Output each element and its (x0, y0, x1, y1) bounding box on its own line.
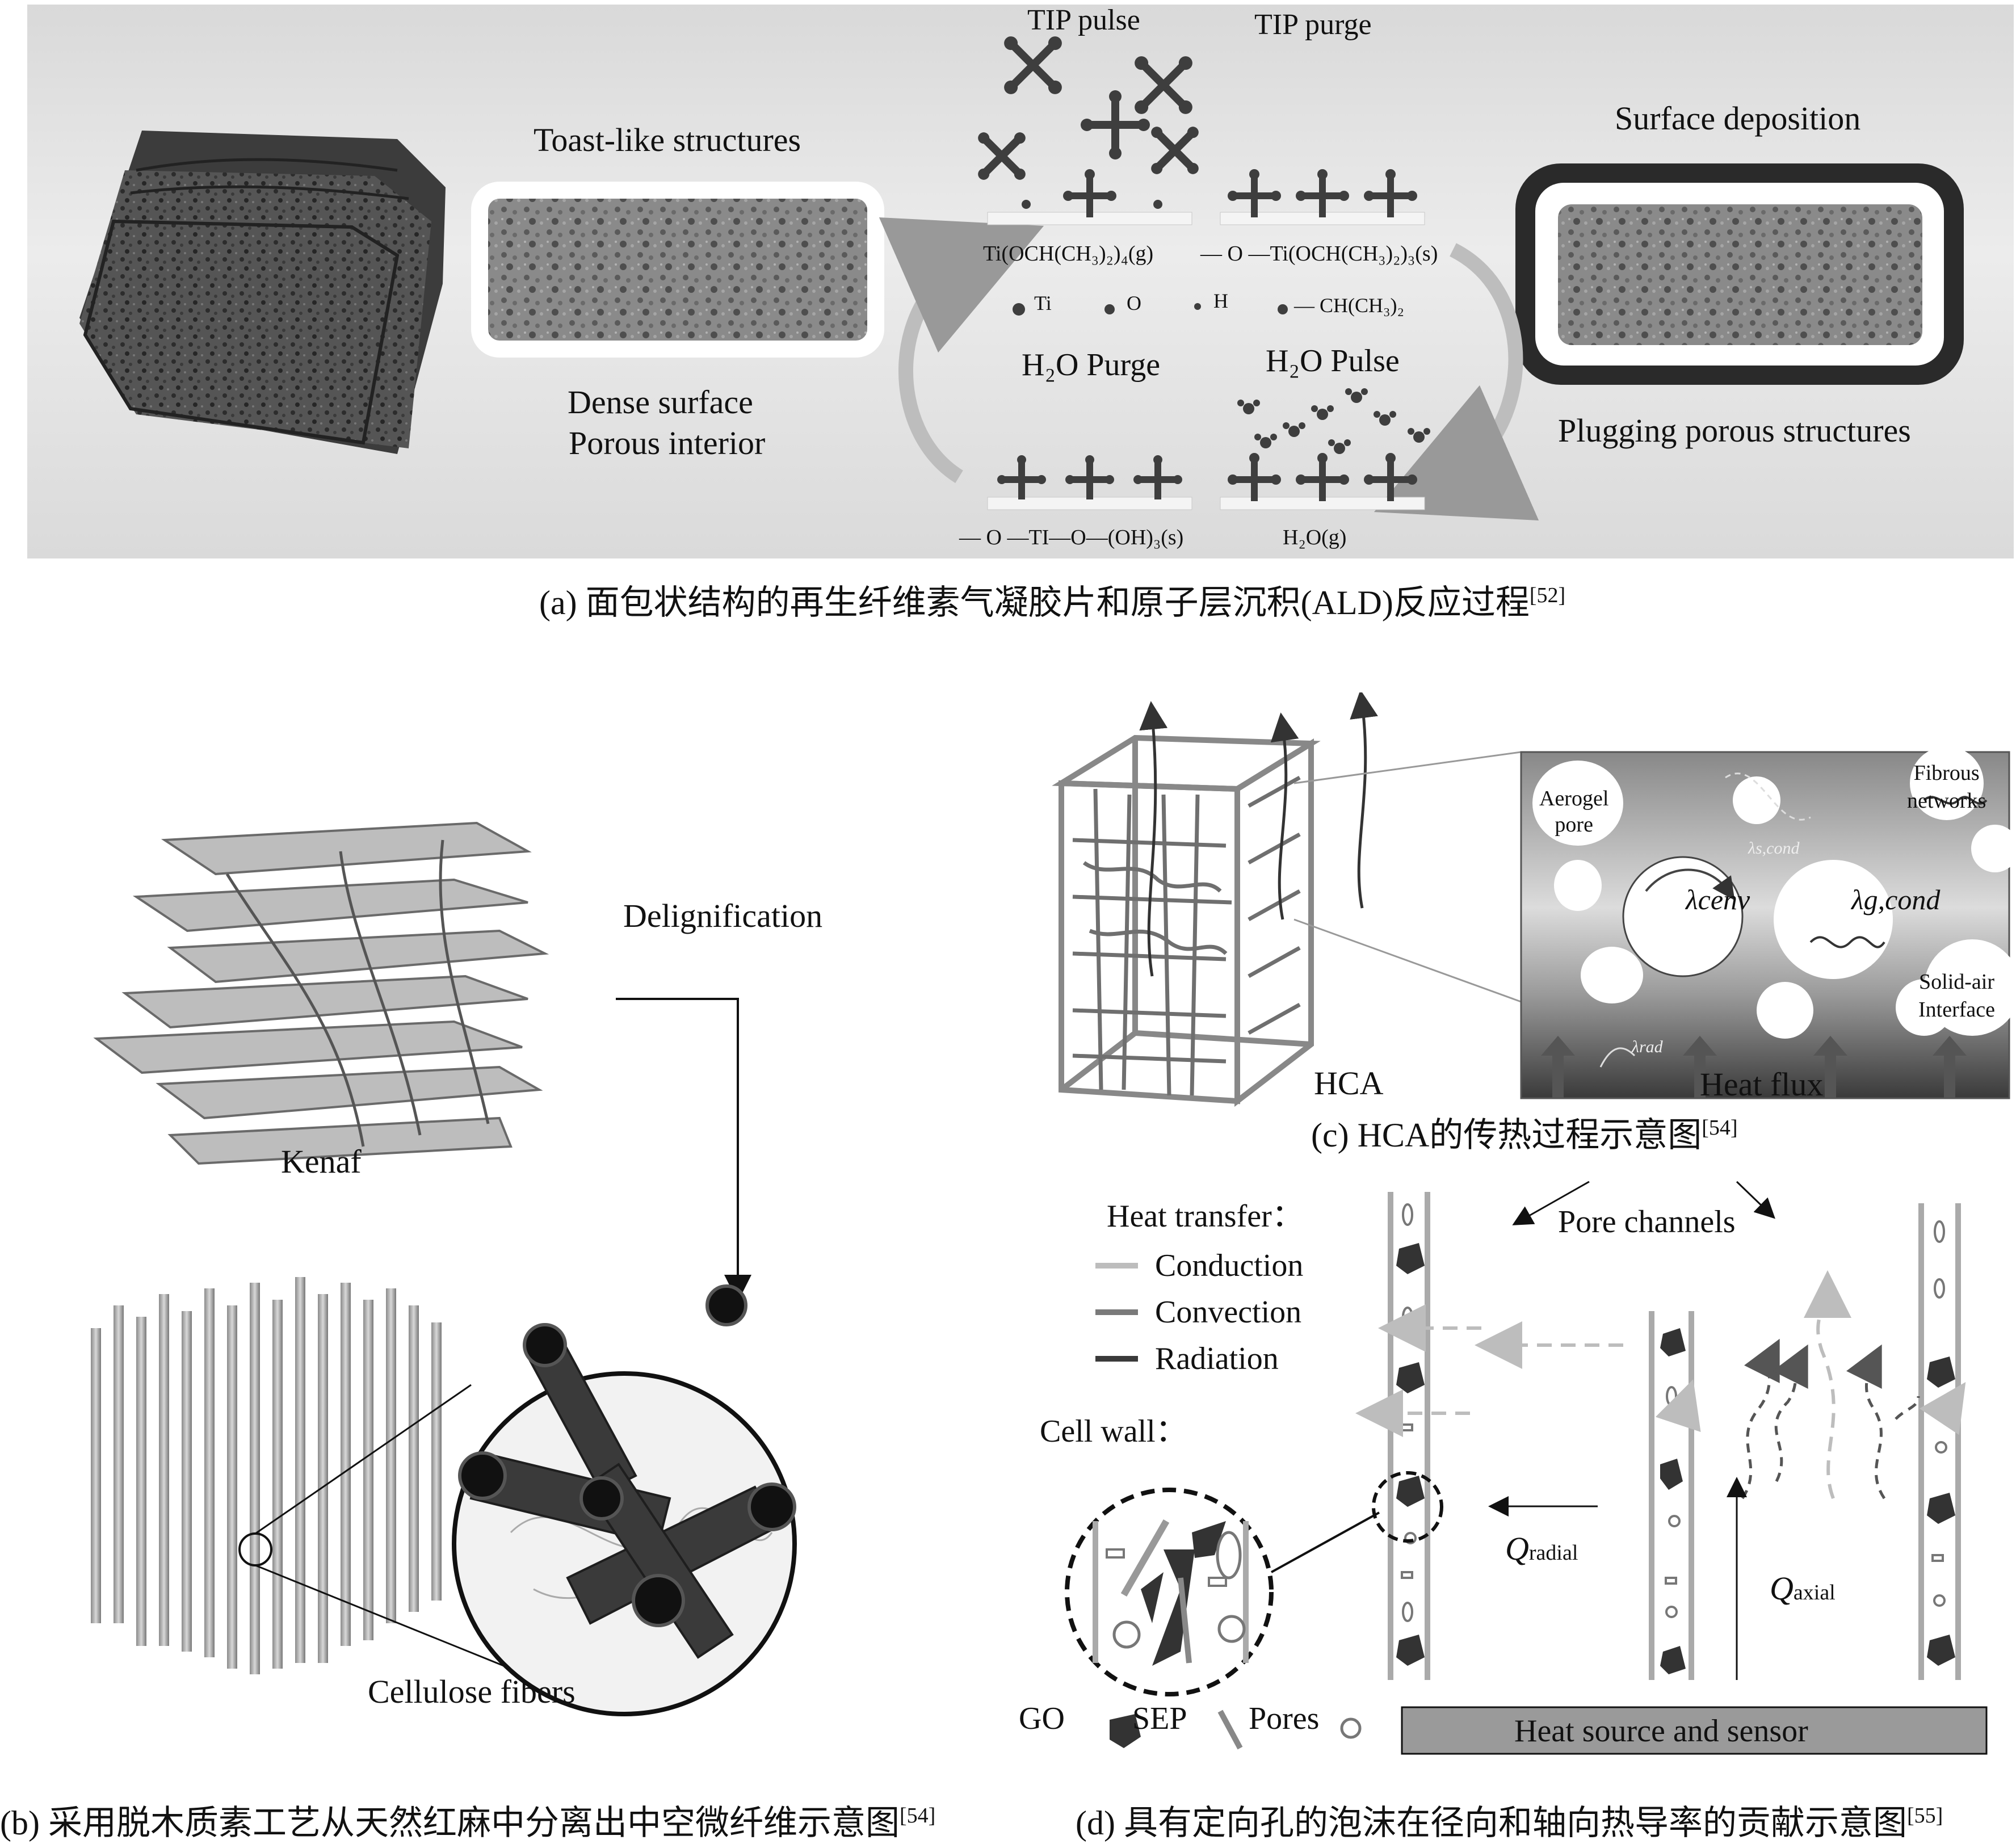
tip-pulse-label: TIP pulse (1027, 4, 1140, 36)
heat-transfer-label: Heat transfer： (1107, 1199, 1304, 1234)
pore-channel-2 (1649, 1311, 1694, 1680)
porous-interior-label: Porous interior (569, 425, 766, 461)
cellulose-label: Cellulose fibers (368, 1673, 576, 1710)
pores-label: Pores (1249, 1701, 1320, 1736)
go-label: GO (1019, 1701, 1065, 1736)
caption-b: (b) 采用脱木质素工艺从天然红麻中分离出中空微纤维示意图[54] (0, 1804, 936, 1842)
pore-legend-circle (1340, 1717, 1362, 1739)
sep-label: SEP (1132, 1701, 1187, 1736)
legend-ch: — CH(CH₃)₂ (1294, 294, 1405, 317)
legend-h: H (1213, 289, 1228, 312)
delignification-label: Delignification (623, 897, 823, 934)
fibrous-networks-label: Fibrous networks (1907, 761, 1986, 813)
process-arrow (616, 998, 751, 1302)
h2o-pulse-label: H₂O Pulse (1266, 343, 1400, 379)
q-axial-label: Qaxial (1770, 1570, 1836, 1607)
pore-channel-3 (1918, 1203, 1961, 1680)
bread-loaf-image (79, 131, 446, 454)
lambda-gcond-label: λg,cond (1851, 884, 1941, 915)
caption-c: (c) HCA的传热过程示意图[54] (1311, 1116, 1738, 1154)
pore-channels-label: Pore channels (1558, 1204, 1736, 1240)
panel-c-graphics (1052, 692, 2016, 1107)
equation-bottom-right: H₂O(g) (1283, 526, 1347, 549)
equation-bottom-left: — O —TI—O—(OH)₃(s) (959, 526, 1184, 549)
toast-like-label: Toast-like structures (534, 121, 801, 158)
hca-label: HCA (1314, 1065, 1384, 1102)
equation-top-right: — O —Ti(OCH(CH₃)₂)₃(s) (1200, 242, 1438, 266)
kenaf-stack (93, 821, 549, 1165)
pores-legend-shape (1217, 1710, 1243, 1750)
heat-flux-label: Heat flux (1700, 1066, 1824, 1103)
caption-d: (d) 具有定向孔的泡沫在径向和轴向热导率的贡献示意图[55] (1076, 1804, 1943, 1842)
convection-label: Convection (1155, 1295, 1302, 1330)
cycle-arc-left (879, 217, 1044, 484)
h2o-purge-label: H₂O Purge (1022, 347, 1161, 383)
panel-a-graphics (79, 36, 1964, 520)
surface-deposition-label: Surface deposition (1615, 100, 1861, 137)
cycle-arc-right (1374, 243, 1539, 520)
legend-o: O (1127, 292, 1141, 314)
legend-ti: Ti (1034, 292, 1052, 314)
tip-purge-label: TIP purge (1254, 9, 1372, 41)
sep-legend-shape (1110, 1714, 1141, 1748)
equation-top-left: Ti(OCH(CH₃)₂)₄(g) (983, 242, 1154, 266)
tip-molecules (978, 36, 1430, 501)
conduction-label: Conduction (1155, 1248, 1304, 1283)
lambda-cenv-label: λcenv (1686, 884, 1750, 915)
solid-air-label: Solid-air Interface (1918, 970, 1995, 1022)
pore-channel-1 (1372, 1192, 1443, 1680)
caption-a: (a) 面包状结构的再生纤维素气凝胶片和原子层沉积(ALD)反应过程[52] (539, 583, 1566, 621)
plugging-label: Plugging porous structures (1558, 412, 1911, 449)
lambda-scond-label: λs,cond (1748, 839, 1800, 858)
panel-d-graphics (1065, 1181, 1988, 1755)
cellulose-fibers-bundle (91, 1277, 442, 1674)
q-radial-label: Qradial (1505, 1530, 1578, 1567)
radiation-label: Radiation (1155, 1341, 1279, 1376)
aerogel-pore-label: Aerogel pore (1539, 787, 1609, 837)
heat-source-bar (1401, 1706, 1988, 1755)
panel-b-graphics (91, 821, 797, 1716)
cell-wall-label: Cell wall： (1040, 1414, 1187, 1449)
heat-source-label: Heat source and sensor (1514, 1713, 1808, 1749)
dense-surface-label: Dense surface (568, 384, 753, 421)
lambda-rad-label: λrad (1632, 1038, 1663, 1056)
kenaf-label: Kenaf (281, 1143, 362, 1180)
